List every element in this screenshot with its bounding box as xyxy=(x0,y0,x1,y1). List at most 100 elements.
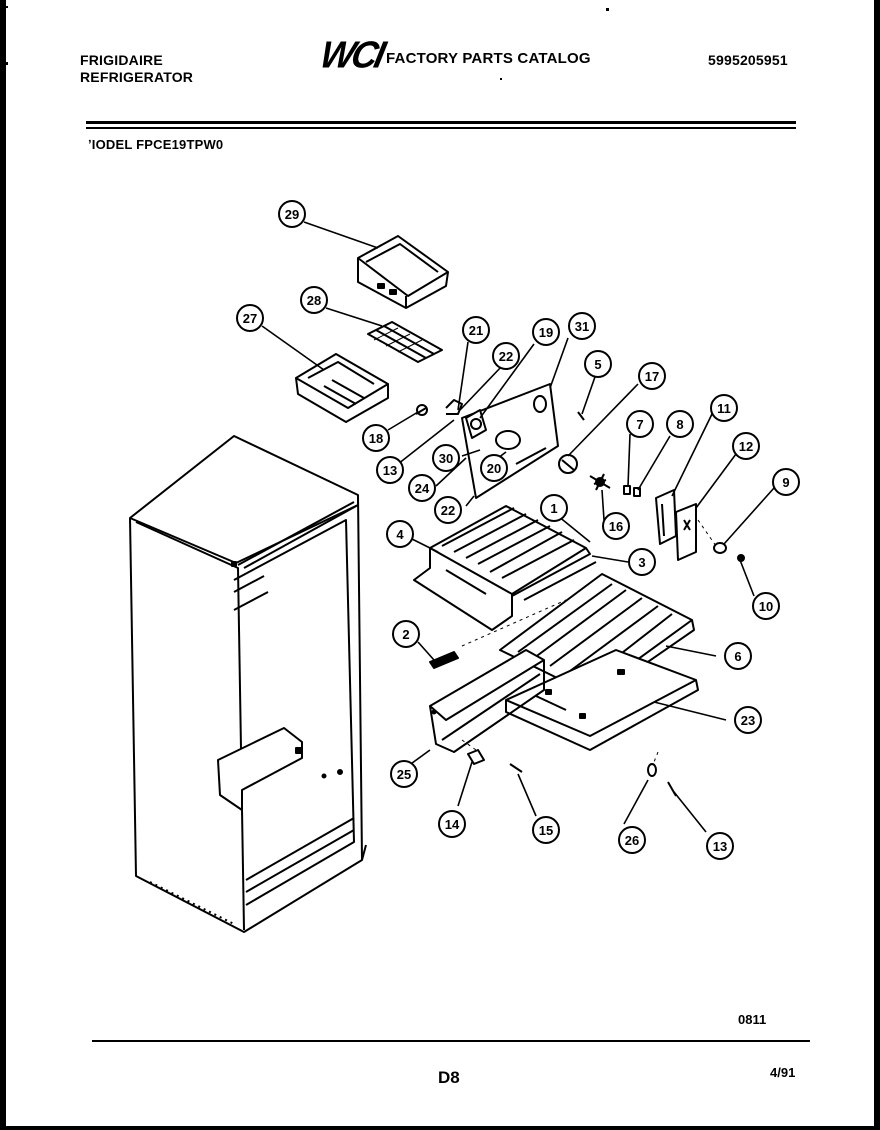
callout-10: 10 xyxy=(752,592,780,620)
callout-9: 9 xyxy=(772,468,800,496)
part-27-pan xyxy=(295,353,389,423)
part-16-fan xyxy=(589,473,611,491)
part-23-tray xyxy=(505,649,699,751)
brand-name: FRIGIDAIRE xyxy=(80,52,163,68)
callout-29: 29 xyxy=(278,200,306,228)
parts-catalog-page: FRIGIDAIRE REFRIGERATOR WCI FACTORY PART… xyxy=(6,0,874,1126)
part-29-drawer xyxy=(357,235,449,309)
callout-label: 30 xyxy=(439,451,453,466)
callout-21: 21 xyxy=(462,316,490,344)
callout-label: 3 xyxy=(638,555,645,570)
callout-11: 11 xyxy=(710,394,738,422)
callout-label: 12 xyxy=(739,439,753,454)
revision-date: 4/91 xyxy=(770,1065,796,1080)
callout-27: 27 xyxy=(236,304,264,332)
callout-4: 4 xyxy=(386,520,414,548)
callout-label: 17 xyxy=(645,369,659,384)
part-4-evaporator xyxy=(413,505,597,631)
callout-label: 26 xyxy=(625,833,639,848)
callout-label: 5 xyxy=(594,357,601,372)
callout-28: 28 xyxy=(300,286,328,314)
callout-label: 31 xyxy=(575,319,589,334)
part-28-grille xyxy=(367,321,443,363)
part-11-housing xyxy=(655,489,697,561)
callout-label: 27 xyxy=(243,311,257,326)
callout-label: 2 xyxy=(402,627,409,642)
callout-label: 11 xyxy=(717,401,731,416)
part-2-bar xyxy=(429,651,459,669)
callout-20: 20 xyxy=(480,454,508,482)
part-9-knob xyxy=(713,542,745,562)
callout-22: 22 xyxy=(492,342,520,370)
callout-14: 14 xyxy=(438,810,466,838)
callout-label: 25 xyxy=(397,767,411,782)
callout-6: 6 xyxy=(724,642,752,670)
callout-22: 22 xyxy=(434,496,462,524)
callout-30: 30 xyxy=(432,444,460,472)
callout-13: 13 xyxy=(706,832,734,860)
assembly-guides xyxy=(461,519,717,763)
callout-label: 10 xyxy=(759,599,773,614)
cabinet-shell xyxy=(129,435,367,933)
callout-label: 1 xyxy=(550,501,557,516)
illustration-code: 0811 xyxy=(738,1012,767,1027)
callout-label: 15 xyxy=(539,823,553,838)
callout-label: 13 xyxy=(383,463,397,478)
callout-label: 4 xyxy=(396,527,404,542)
callout-label: 14 xyxy=(445,817,460,832)
callout-1: 1 xyxy=(540,494,568,522)
callout-19: 19 xyxy=(532,318,560,346)
callout-label: 29 xyxy=(285,207,299,222)
callout-label: 24 xyxy=(415,481,430,496)
callout-5: 5 xyxy=(584,350,612,378)
callout-label: 19 xyxy=(539,325,553,340)
callout-label: 6 xyxy=(734,649,741,664)
exploded-parts-diagram: 2928272119312251718133020242278111291614… xyxy=(129,200,800,933)
page-number: D8 xyxy=(438,1068,460,1087)
callout-13: 13 xyxy=(376,456,404,484)
catalog-title: FACTORY PARTS CATALOG xyxy=(386,50,591,67)
scan-speck xyxy=(6,62,8,65)
callout-8: 8 xyxy=(666,410,694,438)
brand-block: FRIGIDAIRE REFRIGERATOR xyxy=(80,52,193,86)
bottom-hardware xyxy=(467,749,677,797)
model-number: ʼIODEL FPCE19TPW0 xyxy=(88,137,224,152)
callout-7: 7 xyxy=(626,410,654,438)
callout-label: 23 xyxy=(741,713,755,728)
callout-18: 18 xyxy=(362,424,390,452)
leader-lines xyxy=(261,221,775,833)
product-name: REFRIGERATOR xyxy=(80,69,194,85)
header-rule-thin xyxy=(86,127,796,129)
callout-15: 15 xyxy=(532,816,560,844)
callout-label: 13 xyxy=(713,839,727,854)
part-7-8-fasteners xyxy=(623,485,641,497)
callout-label: 21 xyxy=(469,323,483,338)
part-25-rail xyxy=(429,649,545,753)
callout-label: 8 xyxy=(676,417,683,432)
callout-label: 9 xyxy=(782,475,789,490)
callout-23: 23 xyxy=(734,706,762,734)
callout-31: 31 xyxy=(568,312,596,340)
callout-label: 18 xyxy=(369,431,383,446)
callout-17: 17 xyxy=(638,362,666,390)
callout-label: 22 xyxy=(441,503,455,518)
scan-speck xyxy=(606,8,609,11)
callout-label: 28 xyxy=(307,293,321,308)
footer-rule xyxy=(92,1040,810,1042)
callout-12: 12 xyxy=(732,432,760,460)
callout-label: 20 xyxy=(487,461,501,476)
scan-speck xyxy=(6,6,8,8)
callout-26: 26 xyxy=(618,826,646,854)
callout-2: 2 xyxy=(392,620,420,648)
catalog-number: 5995205951 xyxy=(708,52,788,68)
callout-label: 16 xyxy=(609,519,623,534)
callout-3: 3 xyxy=(628,548,656,576)
callout-16: 16 xyxy=(602,512,630,540)
callout-label: 7 xyxy=(636,417,643,432)
callout-label: 22 xyxy=(499,349,513,364)
header-rule xyxy=(86,121,796,124)
scan-speck xyxy=(500,78,502,80)
callout-25: 25 xyxy=(390,760,418,788)
callout-24: 24 xyxy=(408,474,436,502)
